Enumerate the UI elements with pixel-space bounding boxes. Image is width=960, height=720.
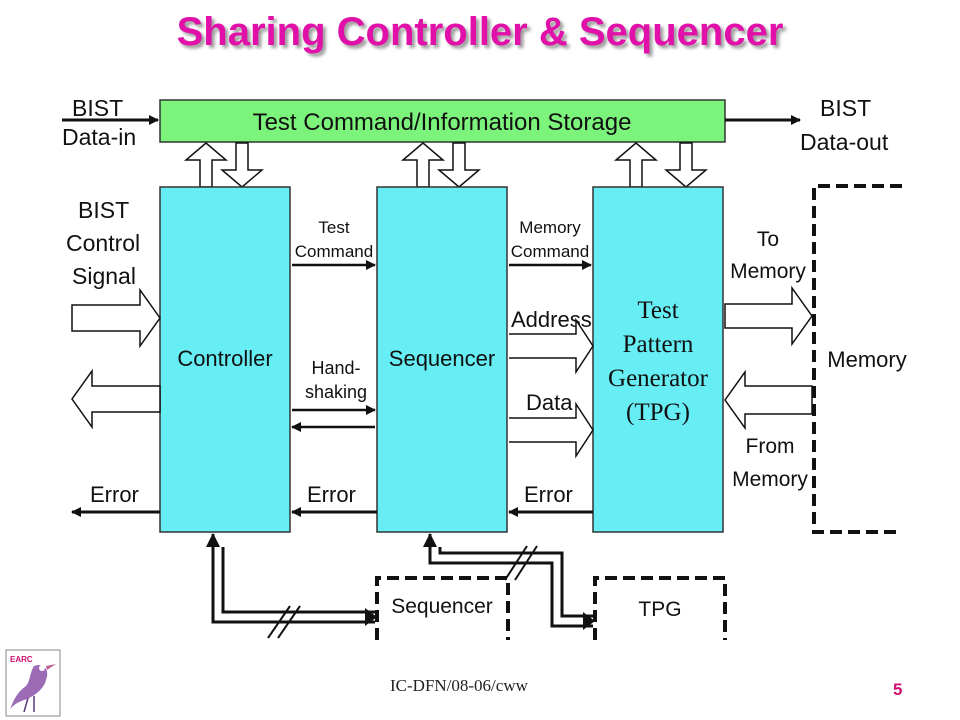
sequencer-block (376, 186, 508, 533)
shared-bus-lines (211, 534, 593, 628)
bist-data-in-label-1: BIST (72, 95, 123, 121)
bist-control-label-1: BIST (78, 197, 129, 223)
ext-sequencer-block (375, 576, 510, 640)
ext-tpg-label: TPG (638, 598, 681, 621)
page-number: 5 (893, 680, 903, 699)
error-left-label: Error (90, 482, 139, 507)
error-mid-label: Error (307, 482, 356, 507)
bist-data-out-label-2: Data-out (800, 129, 889, 155)
ext-sequencer-label: Sequencer (391, 595, 493, 618)
sequencer-label: Sequencer (389, 346, 495, 371)
control-out-hollow-arrow (71, 368, 161, 430)
bist-data-out-label-1: BIST (820, 95, 871, 121)
logo-text: EARC (10, 655, 33, 664)
bus-up-arrow-mid (423, 533, 437, 547)
bist-data-in-label-2: Data-in (62, 124, 136, 150)
bus-slash-marks (267, 545, 538, 639)
test-command-label-2: Command (295, 242, 373, 261)
controller-block (159, 186, 291, 533)
storage-label: Test Command/Information Storage (253, 109, 632, 136)
memory-command-label-1: Memory (519, 218, 581, 237)
memory-label: Memory (827, 347, 906, 372)
to-memory-label-2: Memory (730, 260, 806, 283)
ext-tpg-block (593, 576, 727, 640)
storage-bus-arrows (183, 142, 709, 188)
handshaking-label-1: Hand- (311, 358, 360, 378)
memory-block (812, 184, 902, 534)
bus-arrow-to-ext-tpg (583, 612, 595, 630)
bus-arrow-to-ext-seq (365, 608, 377, 626)
footer-text: IC-DFN/08-06/cww (390, 676, 528, 695)
to-memory-hollow-arrow (724, 285, 813, 347)
bus-up-arrow-left (206, 533, 220, 547)
data-label: Data (526, 390, 573, 415)
bird-logo-icon: EARC (5, 649, 61, 717)
controller-label: Controller (177, 346, 272, 371)
handshaking-label-2: shaking (305, 382, 367, 402)
test-command-label-1: Test (318, 218, 349, 237)
bist-control-label-2: Control (66, 230, 140, 256)
from-memory-hollow-arrow (724, 369, 813, 431)
error-right-label: Error (524, 482, 573, 507)
memory-command-label-2: Command (511, 242, 589, 261)
to-memory-label-1: To (757, 228, 779, 251)
control-in-hollow-arrow (71, 287, 161, 349)
tpg-label-1: Test (637, 297, 678, 324)
slide-title: Sharing Controller & Sequencer (176, 10, 784, 54)
tpg-block (592, 186, 724, 533)
bist-control-label-3: Signal (72, 263, 136, 289)
tpg-label-3: Generator (608, 365, 709, 392)
from-memory-label-2: Memory (732, 468, 808, 491)
storage-block (159, 99, 726, 143)
sequencer-to-tpg-hollow-arrows (509, 317, 594, 459)
from-memory-label-1: From (746, 435, 795, 458)
tpg-label-4: (TPG) (626, 399, 690, 426)
tpg-label-2: Pattern (623, 331, 694, 358)
